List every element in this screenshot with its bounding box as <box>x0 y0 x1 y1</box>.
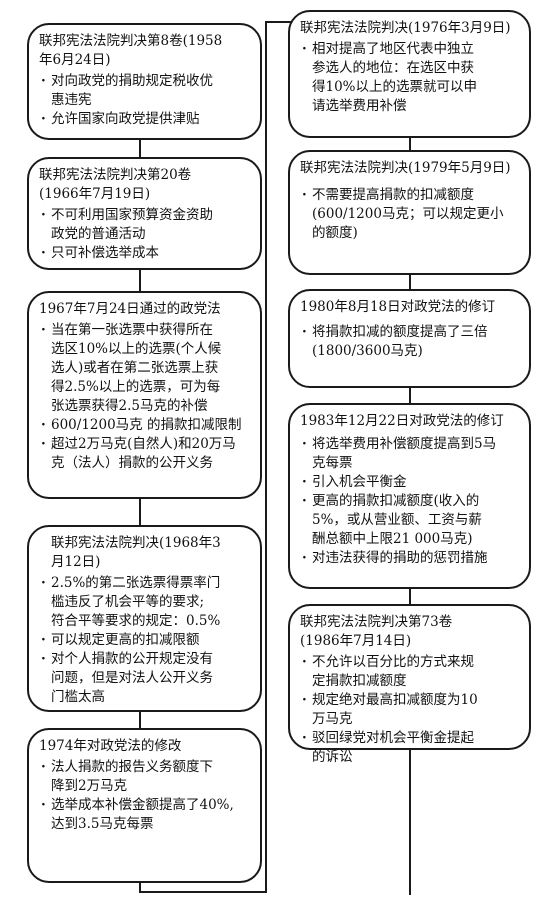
event-box-1958: 联邦宪法法院判决第8卷(1958 年6月24日) 对向政党的捐助规定税收优惠违宪… <box>27 23 262 140</box>
event-box-1976: 联邦宪法法院判决(1976年3月9日) 相对提高了地区代表中独立参选人的地位：在… <box>288 10 531 138</box>
list-item: 只可补偿选举成本 <box>39 244 250 263</box>
list-item: 可以规定更高的扣减限额 <box>39 631 250 650</box>
event-title: 联邦宪法法院判决第73卷 (1986年7月14日) <box>300 614 453 649</box>
event-title: 1974年对政党法的修改 <box>39 738 182 754</box>
event-box-1967: 1967年7月24日通过的政党法 当在第一张选票中获得所在选区10%以上的选票(… <box>27 291 262 499</box>
list-item: 600/1200马克 的捐款扣减限制 <box>39 416 250 435</box>
list-item: 引入机会平衡金 <box>300 473 519 492</box>
event-box-1968: 联邦宪法法院判决(1968年3 月12日) 2.5%的第二张选票得票率门槛违反了… <box>27 525 262 712</box>
event-box-1986: 联邦宪法法院判决第73卷 (1986年7月14日) 不允许以百分比的方式来规定捐… <box>288 604 531 765</box>
list-item: 允许国家向政党提供津贴 <box>39 110 250 129</box>
list-item: 将捐款扣减的额度提高了三倍(1800/3600马克) <box>300 323 519 361</box>
list-item: 当在第一张选票中获得所在选区10%以上的选票(个人候选人)或者在第二张选票上获得… <box>39 321 250 416</box>
event-title: 联邦宪法法院判决第8卷(1958 年6月24日) <box>39 33 223 68</box>
event-box-1980: 1980年8月18日对政党法的修订 将捐款扣减的额度提高了三倍(1800/360… <box>288 289 531 388</box>
list-item: 选举成本补偿金额提高了40%,达到3.5马克每票 <box>39 796 250 834</box>
event-box-1966: 联邦宪法法院判决第20卷 (1966年7月19日) 不可利用国家预算资金资助政党… <box>27 157 262 270</box>
event-title: 1980年8月18日对政党法的修订 <box>300 299 496 315</box>
event-title: 联邦宪法法院判决(1979年5月9日) <box>300 160 511 176</box>
event-box-1979: 联邦宪法法院判决(1979年5月9日) 不需要提高捐款的扣减额度(600/120… <box>288 150 531 275</box>
event-title: 联邦宪法法院判决(1968年3 月12日) <box>51 535 221 570</box>
event-title: 联邦宪法法院判决(1976年3月9日) <box>300 20 511 36</box>
list-item: 相对提高了地区代表中独立参选人的地位：在选区中获得10%以上的选票就可以申请选举… <box>300 40 519 116</box>
event-title: 1983年12月22日对政党法的修订 <box>300 413 504 429</box>
list-item: 对违法获得的捐助的惩罚措施 <box>300 549 519 568</box>
event-title: 联邦宪法法院判决第20卷 (1966年7月19日) <box>39 167 192 202</box>
event-title: 1967年7月24日通过的政党法 <box>39 301 221 317</box>
